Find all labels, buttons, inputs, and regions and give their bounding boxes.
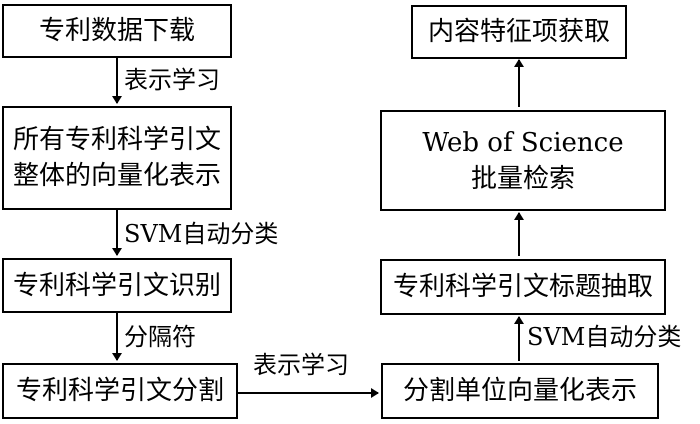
node-feature-acquisition: 内容特征项获取 xyxy=(411,5,627,59)
node-label: 专利数据下载 xyxy=(38,16,195,46)
edge-label-delimiter: 分隔符 xyxy=(124,323,196,351)
node-label: 专利科学引文标题抽取 xyxy=(392,272,653,302)
node-citation-segmentation: 专利科学引文分割 xyxy=(2,363,238,419)
node-label-line-2: 整体的向量化表示 xyxy=(12,161,221,191)
node-label-line-1: 所有专利科学引文 xyxy=(12,125,221,155)
node-segment-unit-vectorization: 分割单位向量化表示 xyxy=(381,363,659,419)
node-citation-vectorization: 所有专利科学引文 整体的向量化表示 xyxy=(2,106,232,210)
node-citation-title-extraction: 专利科学引文标题抽取 xyxy=(380,259,666,315)
node-label: 专利科学引文分割 xyxy=(15,376,224,406)
node-citation-identification: 专利科学引文识别 xyxy=(2,258,232,313)
edge-label-svm-classification-1: SVM自动分类 xyxy=(124,220,279,248)
node-label-line-2: 批量检索 xyxy=(470,163,575,194)
edge-label-representation-learning-1: 表示学习 xyxy=(124,66,220,94)
edge-label-svm-classification-2: SVM自动分类 xyxy=(527,323,682,351)
edge-label-representation-learning-2: 表示学习 xyxy=(253,351,349,379)
node-label: 专利科学引文识别 xyxy=(12,270,221,301)
node-label-line-1: Web of Science xyxy=(422,127,624,158)
node-label: 内容特征项获取 xyxy=(427,17,610,47)
node-wos-batch-search: Web of Science 批量检索 xyxy=(380,110,666,211)
node-label: 分割单位向量化表示 xyxy=(402,376,637,406)
node-patent-data-download: 专利数据下载 xyxy=(2,4,232,58)
